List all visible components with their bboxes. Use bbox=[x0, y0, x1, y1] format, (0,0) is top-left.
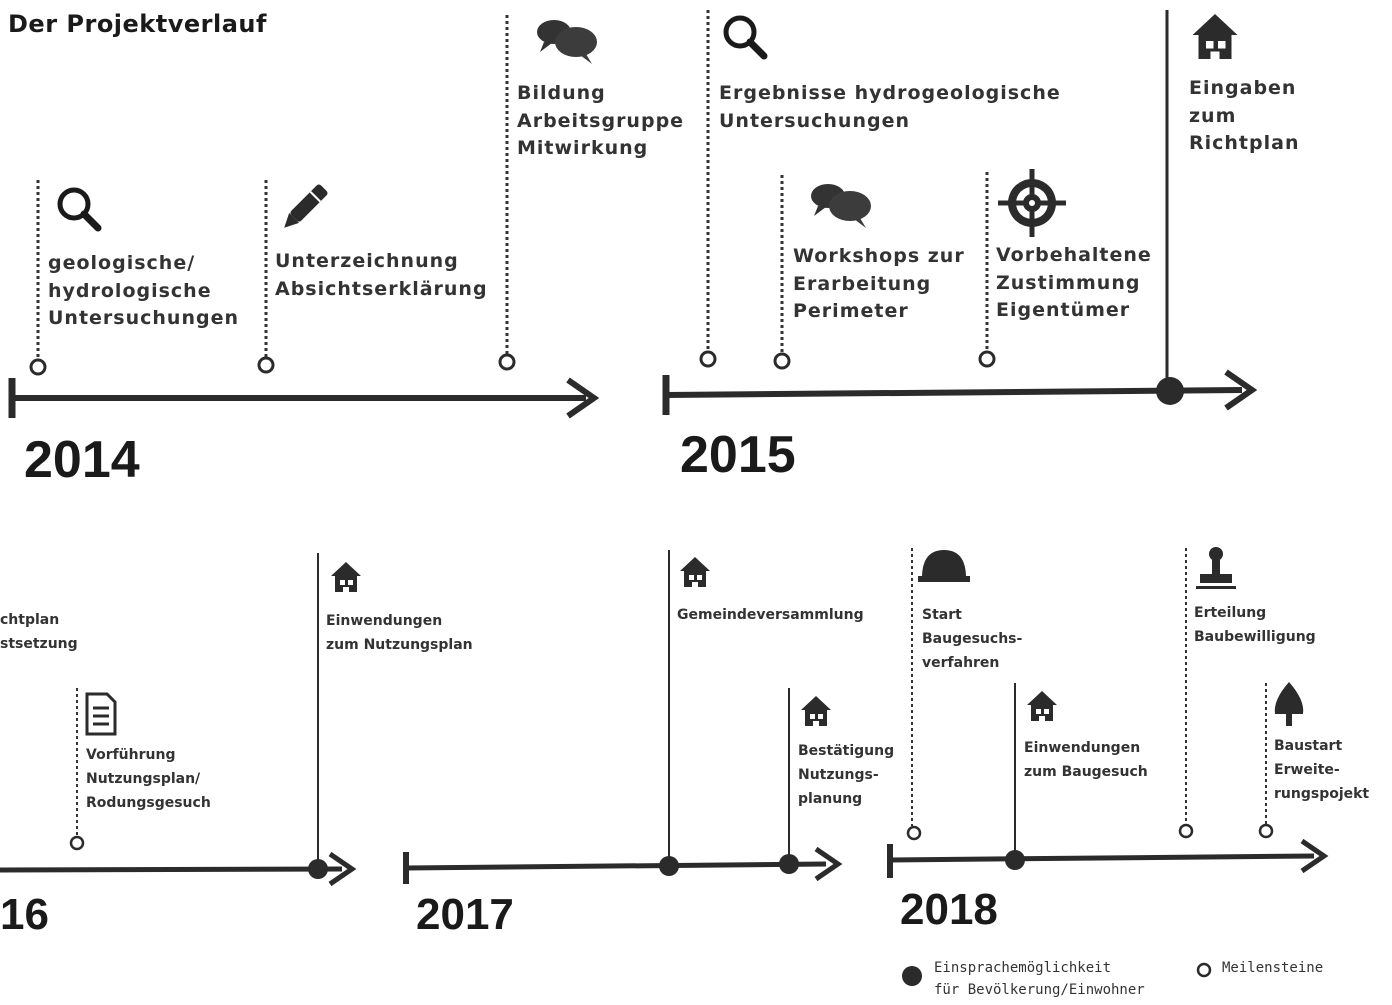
milestone-label: Erteilung Baubewilligung bbox=[1194, 605, 1316, 645]
milestone-label: Ergebnisse hydrogeologische Untersuchung… bbox=[719, 82, 1061, 132]
magnifier-icon bbox=[60, 190, 98, 228]
year-2018: 2018 bbox=[900, 885, 998, 934]
milestone-label: Workshops zur Erarbeitung Perimeter bbox=[793, 245, 965, 323]
legend-filled-label: Einsprachemöglichkeit für Bevölkerung/Ei… bbox=[934, 960, 1145, 998]
milestone-label: chtplan stsetzung bbox=[0, 612, 78, 652]
milestone-label: Start Baugesuchs- verfahren bbox=[922, 607, 1023, 671]
milestone-label: Einwendungen zum Nutzungsplan bbox=[326, 613, 473, 653]
house-icon bbox=[680, 557, 710, 587]
house-icon bbox=[331, 562, 361, 592]
milestone-label: Eingaben zum Richtplan bbox=[1189, 77, 1300, 155]
timeline-2014 bbox=[8, 15, 600, 419]
milestone-label: Bildung Arbeitsgruppe Mitwirkung bbox=[517, 82, 685, 160]
year-2015: 2015 bbox=[680, 426, 796, 484]
milestone-label: Einwendungen zum Baugesuch bbox=[1024, 740, 1148, 780]
milestone-label: Vorführung Nutzungsplan/ Rodungsgesuch bbox=[86, 747, 211, 811]
timeline-2016 bbox=[0, 553, 357, 887]
timeline-2018 bbox=[887, 548, 1329, 878]
magnifier-icon bbox=[726, 18, 764, 56]
pen-icon bbox=[284, 184, 328, 228]
timeline-2015 bbox=[662, 10, 1258, 415]
year-2014: 2014 bbox=[24, 431, 140, 489]
milestone-label: Baustart Erweite- rungspojekt bbox=[1274, 738, 1370, 802]
stamp-icon bbox=[1196, 547, 1236, 589]
legend-filled-dot bbox=[902, 966, 922, 986]
speech-bubbles-icon bbox=[811, 184, 871, 228]
house-icon bbox=[801, 696, 831, 726]
house-icon bbox=[1192, 14, 1238, 59]
milestone-label: Vorbehaltene Zustimmung Eigentümer bbox=[996, 244, 1152, 322]
year-2016: 16 bbox=[0, 890, 49, 939]
year-2017: 2017 bbox=[416, 890, 514, 939]
diagram-title: Der Projektverlauf bbox=[8, 10, 267, 38]
milestone-label: Gemeindeversammlung bbox=[677, 607, 864, 623]
speech-bubbles-icon bbox=[537, 20, 597, 64]
hardhat-icon bbox=[918, 550, 970, 582]
milestone-label: Bestätigung Nutzungs- planung bbox=[798, 743, 895, 807]
timeline-2017 bbox=[403, 550, 843, 884]
legend-open-label: Meilensteine bbox=[1222, 960, 1324, 976]
milestone-label: Unterzeichnung Absichtserklärung bbox=[275, 250, 488, 300]
legend-open-dot bbox=[1196, 962, 1212, 978]
milestone-label: geologische/ hydrologische Untersuchunge… bbox=[48, 252, 239, 330]
house-icon bbox=[1027, 691, 1057, 721]
tree-icon bbox=[1274, 682, 1304, 726]
document-icon bbox=[85, 692, 117, 736]
target-icon bbox=[998, 169, 1066, 237]
